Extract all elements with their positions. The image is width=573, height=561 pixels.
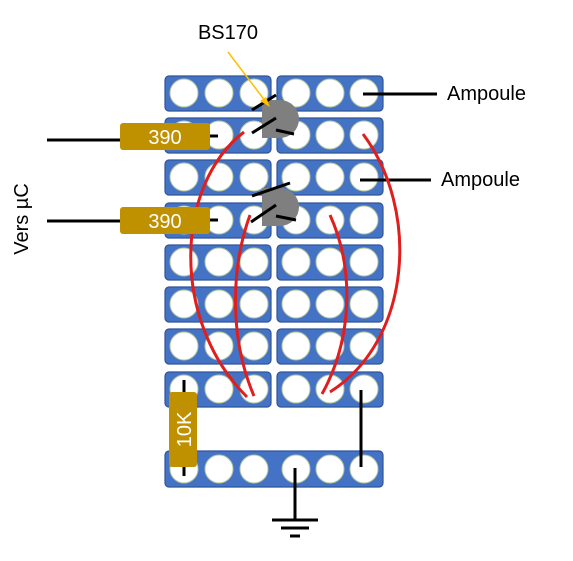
transistor-body <box>262 188 299 226</box>
hole <box>204 247 234 277</box>
arrow-icon <box>227 51 270 107</box>
hole <box>349 374 379 404</box>
hole <box>204 454 234 484</box>
side-label: Vers µC <box>11 183 33 255</box>
wire-3 <box>329 133 402 394</box>
resistor-body <box>120 207 210 234</box>
resistor-vertical: 10K <box>169 392 197 467</box>
hole <box>315 78 345 108</box>
hole <box>281 289 311 319</box>
transistors <box>250 93 299 226</box>
resistor-bottom: 390 <box>120 207 210 234</box>
wire-2 <box>234 214 256 397</box>
hole <box>281 162 311 192</box>
hole <box>239 454 269 484</box>
hole <box>315 247 345 277</box>
transistor-top <box>251 93 299 138</box>
hole <box>315 331 345 361</box>
hole <box>169 289 199 319</box>
hole <box>349 454 379 484</box>
hole <box>239 374 269 404</box>
wire-4 <box>320 214 349 395</box>
resistor-top: 390 <box>120 123 210 150</box>
hole <box>349 205 379 235</box>
transistor-label: BS170 <box>198 22 258 44</box>
lamp-bottom-label: Ampoule <box>441 169 520 191</box>
hole <box>204 331 234 361</box>
hole <box>315 120 345 150</box>
resistor-body <box>120 123 210 150</box>
hole <box>239 247 269 277</box>
resistor-vertical-label: 10K <box>174 411 196 447</box>
hole <box>204 374 234 404</box>
hole <box>281 374 311 404</box>
resistor-bottom-label: 390 <box>148 211 181 233</box>
hole <box>169 331 199 361</box>
hole <box>349 289 379 319</box>
ground-icon <box>272 518 318 538</box>
hole <box>315 162 345 192</box>
resistors: 390 390 10K <box>120 123 210 467</box>
red-wires <box>189 130 402 399</box>
hole <box>281 78 311 108</box>
hole <box>239 331 269 361</box>
transistor-body <box>262 100 299 138</box>
hole <box>204 289 234 319</box>
resistor-body <box>169 392 197 467</box>
hole <box>281 331 311 361</box>
lamp-top-label: Ampoule <box>447 83 526 105</box>
hole <box>169 78 199 108</box>
black-leads <box>47 92 437 520</box>
hole <box>315 289 345 319</box>
hole <box>349 162 379 192</box>
hole <box>169 247 199 277</box>
hole <box>349 247 379 277</box>
hole <box>204 78 234 108</box>
hole <box>169 162 199 192</box>
resistor-top-label: 390 <box>148 127 181 149</box>
hole <box>239 289 269 319</box>
hole <box>239 162 269 192</box>
wire-1 <box>189 130 249 399</box>
hole <box>315 454 345 484</box>
transistor-bottom <box>250 181 299 226</box>
holes <box>169 78 379 484</box>
hole <box>315 205 345 235</box>
hole <box>281 247 311 277</box>
